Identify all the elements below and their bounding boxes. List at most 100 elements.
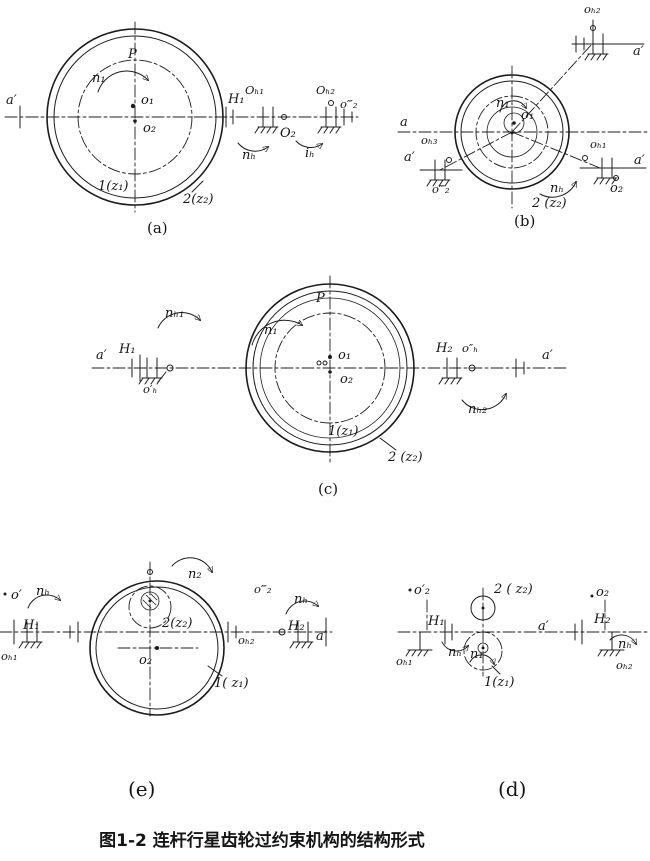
ring-gear-inner-b xyxy=(460,80,564,184)
label-oppH-c: o″ₕ xyxy=(462,341,478,355)
label-nH-a: nₕ xyxy=(242,148,256,163)
bearing-support xyxy=(317,106,342,134)
planet-pitch-circle-e xyxy=(128,585,172,629)
rotation-arrow-n1-b xyxy=(499,100,526,113)
label-o1-c: o₁ xyxy=(338,348,351,363)
label-H2-e: H₂ xyxy=(287,619,305,634)
label-n1-b: n₁ xyxy=(496,96,510,111)
label-P-a: P xyxy=(127,47,137,62)
label-H2-d: H₂ xyxy=(593,612,611,627)
ring-gear-outer-b xyxy=(454,74,570,190)
label-a-right-e: a′ xyxy=(316,629,327,644)
label-nH-left-e: nₕ xyxy=(36,584,50,599)
label-o3p2-b: o‴₂ xyxy=(432,182,450,196)
label-nH-b: nₕ xyxy=(550,181,564,196)
label-oH1-d: oₕ₁ xyxy=(396,654,413,668)
label-a-left2-b: a′ xyxy=(404,150,415,165)
subfigure-a: P n₁ o₁ o₂ a′ H₁ Oₕ₁ O₂ Oₕ₂ o‴₂ nₕ iₕ 1(… xyxy=(4,21,359,237)
planet-hub-e xyxy=(140,591,160,611)
label-a-top-b: a′ xyxy=(633,44,644,59)
label-o3p2-a: o‴₂ xyxy=(340,97,358,111)
label-a-left-b: a xyxy=(400,115,408,130)
subfigure-e: o′ nₕ H₁ oₕ₁ n₂ 2(z₂) o₂ o‴₂ nₕ H₂ oₕ₂ a… xyxy=(0,557,333,801)
caption-b: (b) xyxy=(514,212,535,230)
bearing-support xyxy=(438,357,463,385)
label-H1-c: H₁ xyxy=(118,342,136,357)
rotation-arrow-nH2-c xyxy=(461,394,506,411)
label-op2-d: o′₂ xyxy=(414,583,430,598)
label-o2-c: o₂ xyxy=(340,372,353,387)
gear1-pitch-circle-c xyxy=(274,312,386,424)
label-o2-d: o₂ xyxy=(596,585,609,600)
label-gear1-a: 1(z₁) xyxy=(98,179,128,194)
gear1-pitch-circle-b xyxy=(475,95,549,169)
label-n1-a: n₁ xyxy=(92,71,106,86)
gear2-circle-d xyxy=(470,595,496,621)
label-n2-e: n₂ xyxy=(188,567,202,582)
rotation-arrow-nH1-c xyxy=(157,312,200,329)
ring-gear-outer-c xyxy=(245,283,415,453)
label-a-right-b: a′ xyxy=(634,153,645,168)
rotation-arrow-nH-right-d xyxy=(609,634,636,644)
rotation-arrow-iH-a xyxy=(295,140,322,147)
label-o2-e: o₂ xyxy=(139,653,152,668)
label-iH-a: iₕ xyxy=(305,146,315,161)
label-o1-a: o₁ xyxy=(141,93,154,108)
label-gear1-d: 1(z₁) xyxy=(484,675,514,690)
label-P-c: P xyxy=(315,291,325,306)
bearing-support xyxy=(584,33,609,61)
label-O2-a: O₂ xyxy=(280,126,296,141)
label-gear2-a: 2(z₂) xyxy=(182,192,213,207)
label-nH-right-e: nₕ xyxy=(294,592,308,607)
ring-gear-inner-c xyxy=(252,290,408,446)
label-gear2-d: 2 ( z₂) xyxy=(493,582,533,597)
label-nH-right-d: nₕ xyxy=(618,637,632,652)
rotation-arrow-nH-a xyxy=(237,142,268,151)
rotation-arrow-n2-e xyxy=(171,557,212,572)
label-oH2-e: oₕ₂ xyxy=(238,633,255,647)
label-gear2-c: 2 (z₂) xyxy=(387,450,423,465)
label-gear2-e: 2(z₂) xyxy=(161,616,192,631)
caption-c: (c) xyxy=(318,480,338,498)
label-o1-b: o₁ xyxy=(521,108,534,123)
rotation-arrow-n1-c xyxy=(251,319,302,346)
label-oH1-b: oₕ₁ xyxy=(590,137,607,151)
subfigure-b: oₕ₂ a′ a oₕ₃ a′ o‴₂ n₁ o₁ oₕ₁ a′ o₂ nₕ 2… xyxy=(397,2,649,230)
ring-gear-outer-e xyxy=(89,580,225,716)
rotation-arrow-nH-left-d xyxy=(441,641,468,651)
label-oH1-e: oₕ₁ xyxy=(1,649,18,663)
label-op-e: o′ xyxy=(11,588,22,603)
label-opH-c: o′ₕ xyxy=(143,382,158,396)
label-a-right-c: a′ xyxy=(542,348,553,363)
label-n1-c: n₁ xyxy=(264,323,278,338)
label-nH-left-d: nₕ xyxy=(448,645,462,660)
label-oH3-b: oₕ₃ xyxy=(421,133,438,147)
label-o2-b: o₂ xyxy=(610,181,623,196)
label-a-left-a: a′ xyxy=(6,93,17,108)
label-oH2-b: oₕ₂ xyxy=(584,2,601,16)
rotation-arrow-nH-left-e xyxy=(27,594,60,609)
label-nH1-c: nₕ₁ xyxy=(165,306,184,321)
ring-gear-inner-a xyxy=(53,35,217,199)
label-OH1-a: Oₕ₁ xyxy=(245,83,264,97)
rotation-arrow-nH-right-e xyxy=(285,600,318,615)
figure-caption: 图1-2 连杆行星齿轮过约束机构的结构形式 xyxy=(99,830,425,851)
label-gear1-e: 1( z₁) xyxy=(214,676,249,691)
label-a-left-c: a′ xyxy=(96,348,107,363)
rotation-arrow-n1-a xyxy=(97,70,148,93)
label-a-d: a′ xyxy=(538,619,549,634)
bearing-support xyxy=(138,357,163,385)
caption-d: (d) xyxy=(498,777,526,801)
label-o2-a: o₂ xyxy=(143,121,156,136)
label-nH2-c: nₕ₂ xyxy=(468,402,487,417)
rotation-arrow-nH-b xyxy=(539,182,576,198)
caption-e: (e) xyxy=(128,777,155,801)
label-H1-a: H₁ xyxy=(227,92,245,107)
gear1-pitch-circle-a xyxy=(77,59,193,175)
label-gear2-b: 2 (z₂) xyxy=(531,196,567,211)
subfigure-d: 2 ( z₂) o′₂ o₂ H₁ H₂ n₁ nₕ nₕ a′ oₕ₁ oₕ₂… xyxy=(396,582,649,801)
rotation-arrow-n1-d xyxy=(469,654,494,664)
label-OH2-a: Oₕ₂ xyxy=(316,83,335,97)
